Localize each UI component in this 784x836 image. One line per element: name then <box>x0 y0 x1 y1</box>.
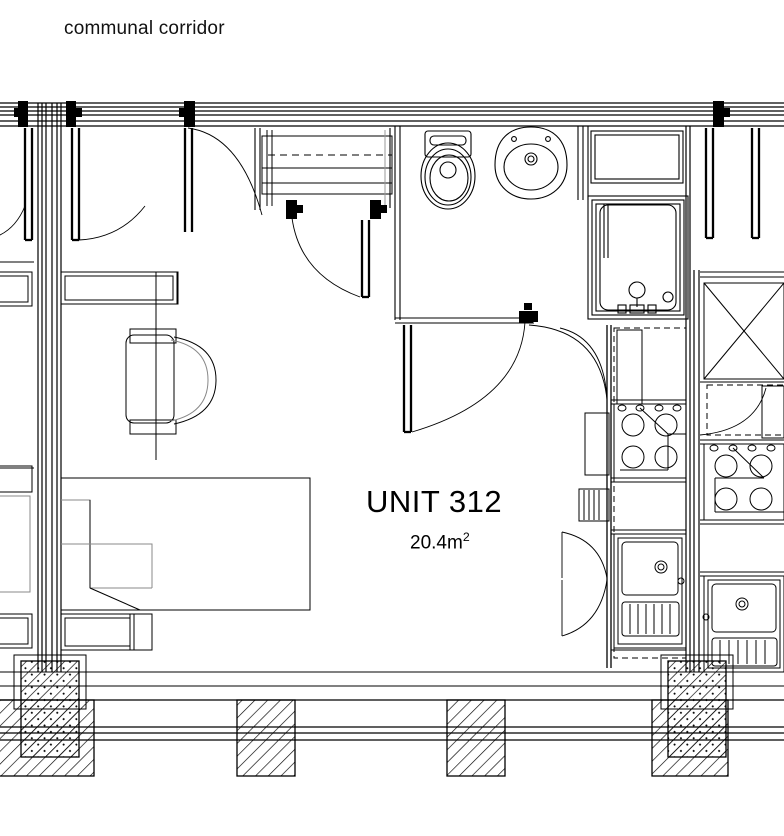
kitchen-cupboard-swing <box>561 531 608 637</box>
bathroom-door-hinge <box>286 200 538 322</box>
desk-fixture <box>60 271 179 460</box>
hall-storage <box>261 130 393 206</box>
adjacent-kitchen-sink <box>702 575 784 673</box>
kitchen-wall <box>606 325 612 668</box>
adjacent-kitchen <box>700 271 784 577</box>
door-hinge-block <box>14 101 730 127</box>
kitchen-tall-unit <box>578 412 610 522</box>
unit-area-label: 20.4m2 <box>410 530 470 554</box>
kitchen-hob-fixture <box>613 403 687 479</box>
kitchen-door-swing-arc <box>528 324 608 401</box>
unit-name-label: UNIT 312 <box>366 484 503 519</box>
adjacent-door-swing-arc <box>699 387 767 436</box>
bathroom-inner-swing-arc <box>411 321 526 433</box>
door-swing-arc <box>78 205 146 241</box>
unit-entrance-door-leaf <box>183 128 194 232</box>
adjacent-kitchen-hob <box>703 443 784 521</box>
corridor-label: communal corridor <box>64 18 225 39</box>
washbasin-fixture <box>494 126 568 200</box>
party-wall-left <box>37 103 62 672</box>
bathroom-door-leaf <box>360 220 371 299</box>
unit-area-value: 20.4m <box>410 532 463 554</box>
structural-pier <box>0 699 729 777</box>
facade-floor-line <box>0 671 784 687</box>
column-surround <box>13 654 734 710</box>
kitchen-door-hinge <box>519 311 533 323</box>
kitchen-door-swing-arc <box>559 327 608 399</box>
bed-fixture <box>60 477 311 651</box>
corridor-wall <box>0 102 784 127</box>
bathroom-door-swing-arc <box>291 217 361 298</box>
adjacent-entrance-door-leaf <box>704 128 715 240</box>
unit-entrance-swing-arc <box>187 127 263 216</box>
concrete-column <box>20 660 727 758</box>
adjacent-entrance-door-leaf-2 <box>750 128 761 240</box>
adjacent-unit-left <box>0 261 34 649</box>
bathroom-inner-door-leaf <box>402 325 413 434</box>
shower-enclosure <box>587 130 689 320</box>
entrance-door-leaf-2 <box>70 128 81 242</box>
unit-area-exponent: 2 <box>462 530 470 544</box>
entrance-door-leaf <box>23 128 34 242</box>
wc-toilet-fixture <box>420 130 476 210</box>
bathroom-walls <box>254 126 589 324</box>
desk-chair-fixture <box>125 328 217 435</box>
kitchen-sink-fixture <box>613 533 687 649</box>
shower-tray-fixture <box>599 204 677 314</box>
door-swing-arc <box>0 205 26 236</box>
